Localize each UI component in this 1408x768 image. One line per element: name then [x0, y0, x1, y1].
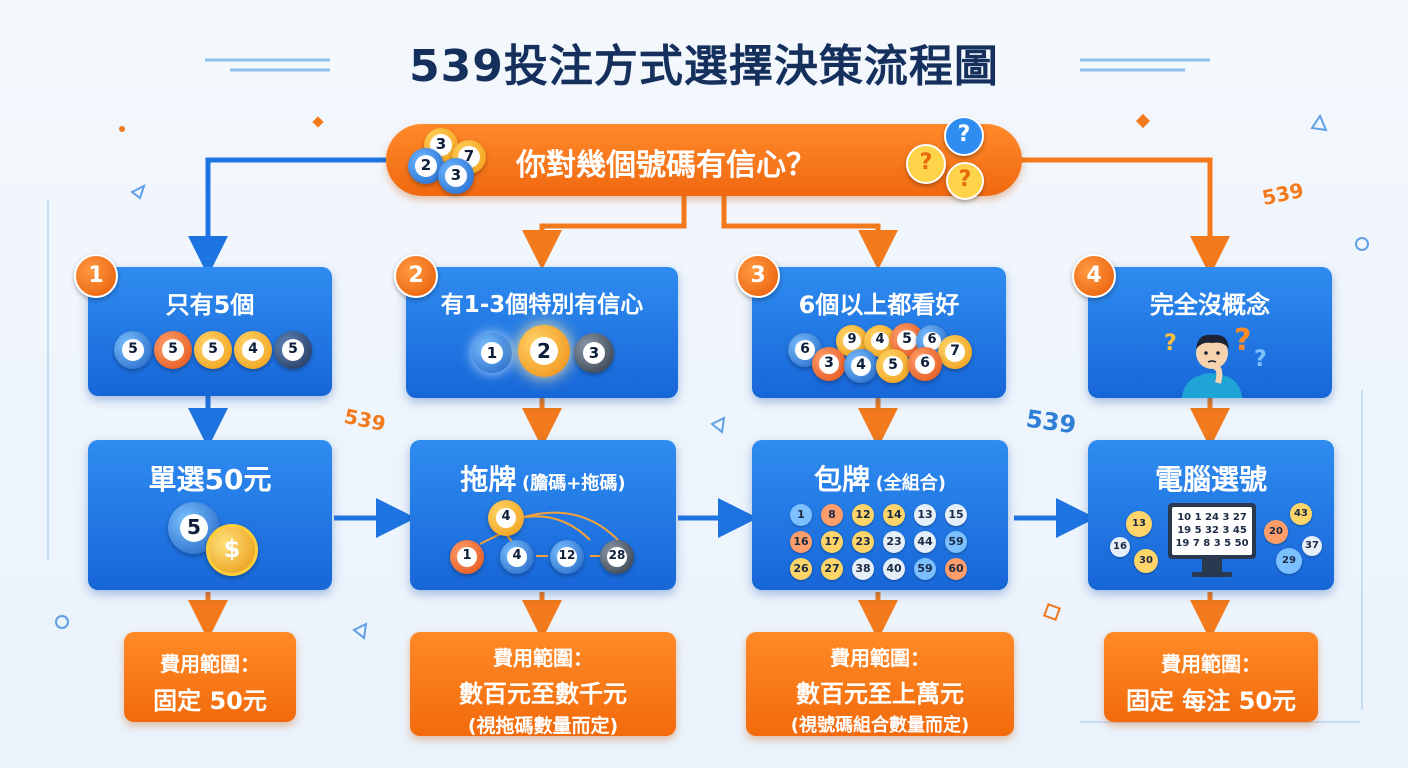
question-mark-icon: ?: [1164, 331, 1177, 356]
grid-number-ball: 17: [821, 531, 843, 553]
grid-number-ball: 23: [852, 531, 874, 553]
condition-box-2: 有1-3個特別有信心 1 2 3: [406, 267, 678, 398]
random-number-ball: 29: [1276, 548, 1302, 574]
condition-label: 完全沒概念: [1150, 291, 1270, 319]
question-ball: 3: [438, 158, 474, 194]
cost-box-1: 費用範圍： 固定 50元: [124, 632, 296, 722]
step-number-2: 2: [394, 254, 438, 298]
computer-monitor-icon: 10 1 24 3 27 19 5 32 3 45 19 7 8 3 5 50: [1168, 503, 1256, 559]
random-number-ball: 37: [1302, 536, 1322, 556]
question-text: 你對幾個號碼有信心？: [516, 148, 816, 183]
question-banner: 3 7 2 3 你對幾個號碼有信心？ ? ? ?: [386, 116, 1022, 200]
step-number-3: 3: [736, 254, 780, 298]
random-number-ball: 20: [1264, 520, 1288, 544]
grid-number-ball: 59: [945, 531, 967, 553]
monitor-base: [1192, 572, 1232, 577]
method-label: 單選50元: [148, 463, 272, 496]
step-number-4: 4: [1072, 254, 1116, 298]
question-mark-icon: ?: [906, 144, 946, 184]
page-title: 539投注方式選擇決策流程圖: [409, 41, 999, 92]
cost-box-2: 費用範圍： 數百元至數千元 (視拖碼數量而定): [410, 632, 676, 737]
random-number-ball: 43: [1290, 503, 1312, 525]
question-mark-icon: ?: [1234, 323, 1252, 358]
grid-number-ball: 16: [790, 531, 812, 553]
random-number-ball: 13: [1126, 511, 1152, 537]
method-label: 電腦選號: [1154, 463, 1267, 496]
grid-number-ball: 13: [914, 504, 936, 526]
condition-box-3: 6個以上都看好 9 4 5 6 6 7 3 4 5 6: [752, 267, 1006, 398]
cost-box-3: 費用範圍： 數百元至上萬元 (視號碼組合數量而定): [746, 632, 1014, 736]
grid-number-ball: 60: [945, 558, 967, 580]
random-number-ball: 16: [1110, 537, 1130, 557]
question-mark-icon: ?: [1254, 347, 1267, 372]
question-mark-icon: ?: [946, 162, 984, 200]
grid-number-ball: 12: [852, 504, 874, 526]
monitor-stand: [1202, 559, 1222, 573]
grid-number-ball: 1: [790, 504, 812, 526]
method-label: 包牌 (全組合): [813, 463, 947, 496]
grid-number-ball: 14: [883, 504, 905, 526]
grid-number-ball: 44: [914, 531, 936, 553]
random-number-ball: 30: [1134, 549, 1158, 573]
condition-box-4: 完全沒概念 ? ? ?: [1088, 267, 1332, 398]
grid-number-ball: 40: [883, 558, 905, 580]
grid-number-ball: 23: [883, 531, 905, 553]
grid-number-ball: 8: [821, 504, 843, 526]
confused-person-icon: [1182, 334, 1242, 398]
condition-label: 只有5個: [165, 291, 255, 319]
cost-box-4: 費用範圍： 固定 每注 50元: [1104, 632, 1318, 722]
condition-label: 有1-3個特別有信心: [440, 292, 644, 318]
step-number-1: 1: [74, 254, 118, 298]
method-box-2: 拖牌 (膽碼+拖碼) 4 1 4 12 28: [410, 440, 676, 590]
grid-number-ball: 26: [790, 558, 812, 580]
grid-number-ball: 59: [914, 558, 936, 580]
method-box-1: 單選50元 5 $: [88, 440, 332, 590]
condition-label: 6個以上都看好: [798, 291, 960, 319]
grid-number-ball: 27: [821, 558, 843, 580]
grid-number-ball: 38: [852, 558, 874, 580]
condition-box-1: 只有5個 5 5 5 4 5: [88, 267, 332, 396]
question-mark-icon: ?: [944, 116, 984, 156]
grid-number-ball: 15: [945, 504, 967, 526]
method-label: 拖牌 (膽碼+拖碼): [460, 463, 626, 496]
coin-icon: $: [206, 524, 258, 576]
